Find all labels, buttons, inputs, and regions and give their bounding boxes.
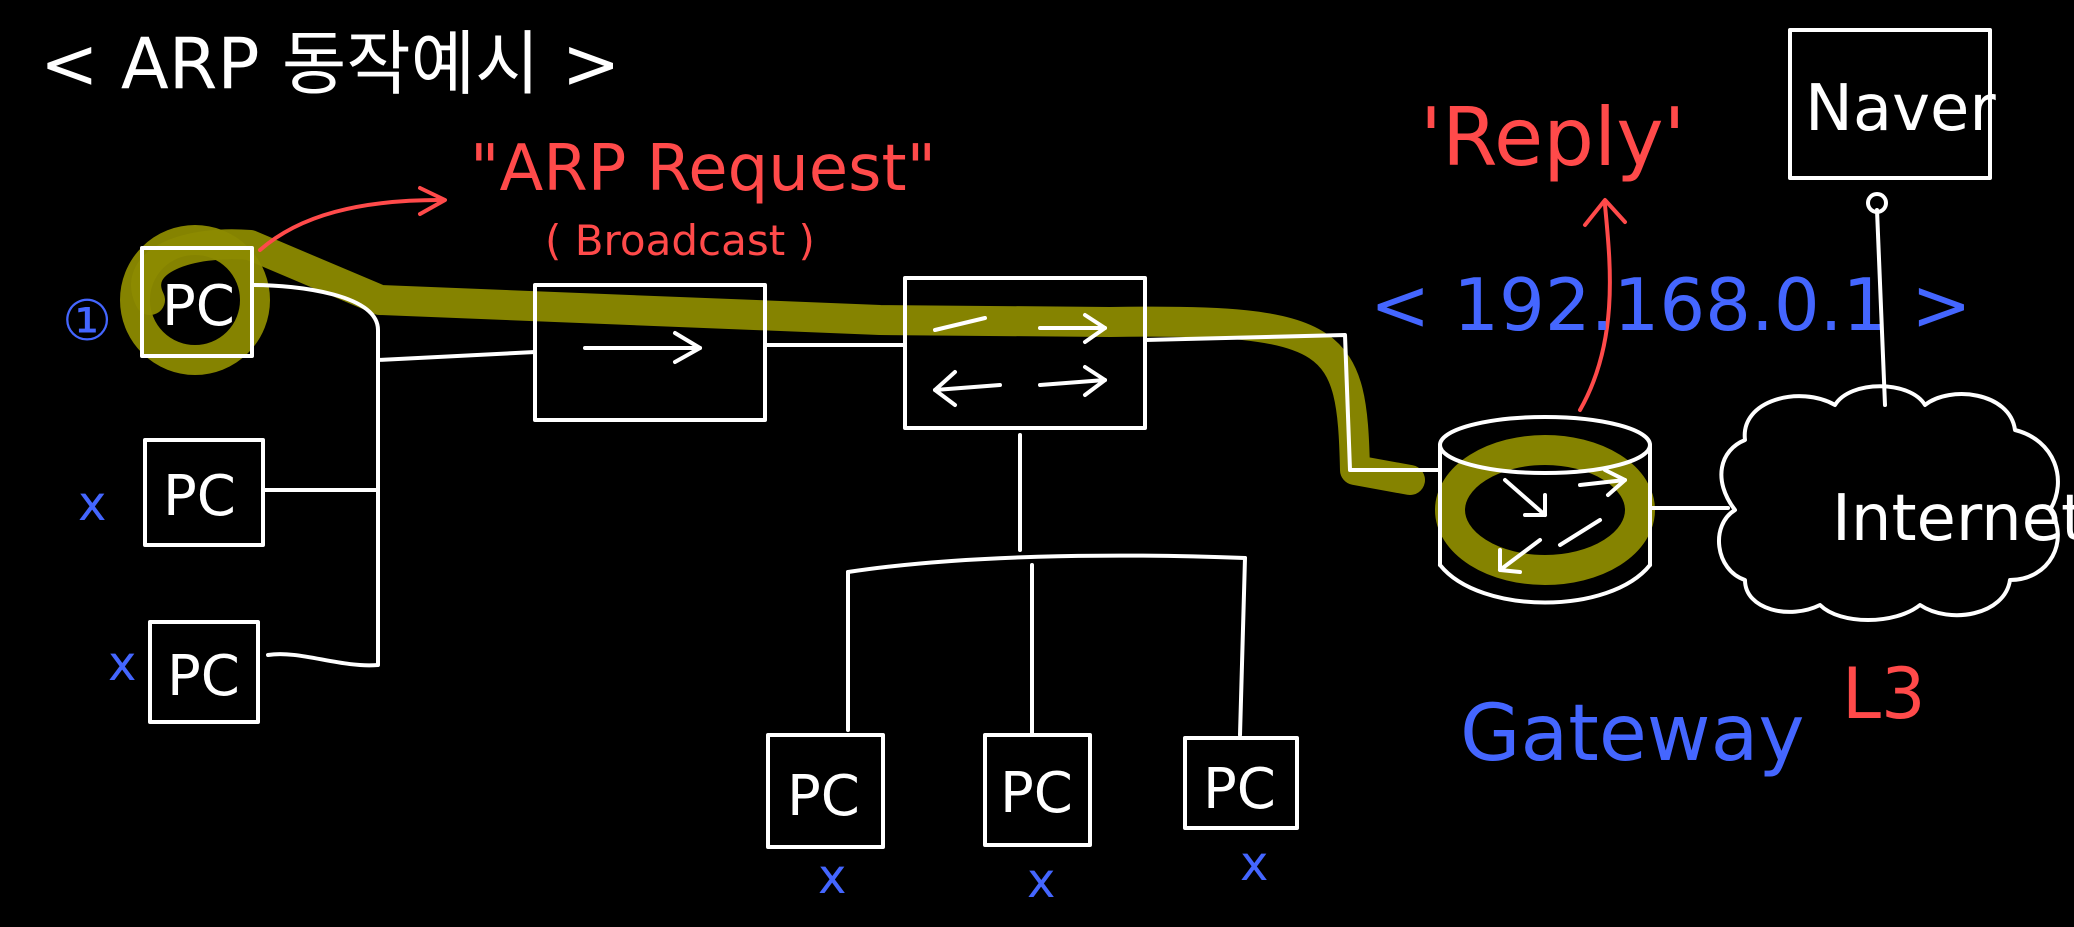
x-mark-bottom-3: x <box>1240 836 1268 892</box>
arp-request-label: "ARP Request" <box>470 132 936 206</box>
pc-label: PC <box>1203 757 1276 822</box>
switch-to-gateway-line <box>1143 333 1442 472</box>
x-mark-left-3: x <box>108 636 136 692</box>
pc-bottom-2: PC <box>983 733 1092 847</box>
connector-node <box>1866 192 1888 214</box>
naver-server: Naver <box>1788 28 1996 180</box>
internet-to-naver-line <box>1875 208 1887 407</box>
pc-left-2: PC <box>143 438 265 547</box>
reply-arrow-head <box>1583 198 1627 227</box>
reply-arrow <box>1578 203 1612 412</box>
x-mark-left-2: x <box>78 476 106 532</box>
diagram-title: < ARP 동작예시 > <box>40 23 620 105</box>
x-mark-bottom-1: x <box>818 849 846 905</box>
x-mark-bottom-2: x <box>1027 853 1055 909</box>
layer-label: L3 <box>1842 653 1926 735</box>
pc-bottom-3: PC <box>1183 736 1299 830</box>
pc-label: PC <box>163 464 236 529</box>
request-arrow <box>258 198 442 252</box>
left-bus-lines <box>250 283 537 668</box>
broadcast-label: ( Broadcast ) <box>545 216 815 265</box>
hub-device <box>533 283 767 422</box>
pc-label: PC <box>162 274 235 339</box>
pc-label: PC <box>1000 761 1073 826</box>
gateway-router <box>1438 415 1652 605</box>
internet-label: Internet <box>1832 482 2074 556</box>
gateway-ip-label: < 192.168.0.1 > <box>1370 263 1972 347</box>
internet-cloud <box>1717 384 2060 622</box>
gateway-label: Gateway <box>1460 689 1805 779</box>
pc-label: PC <box>167 644 240 709</box>
step-one-marker: ① <box>62 289 112 354</box>
request-arrow-head <box>418 186 447 216</box>
pc-label: PC <box>787 764 860 829</box>
bottom-tree-lines <box>846 433 1247 737</box>
reply-label: 'Reply' <box>1420 91 1686 184</box>
pc-left-3: PC <box>148 620 260 724</box>
pc-bottom-1: PC <box>766 733 885 849</box>
switch-device <box>903 276 1147 430</box>
naver-label: Naver <box>1805 72 1996 146</box>
pc-sender: PC <box>140 246 254 358</box>
